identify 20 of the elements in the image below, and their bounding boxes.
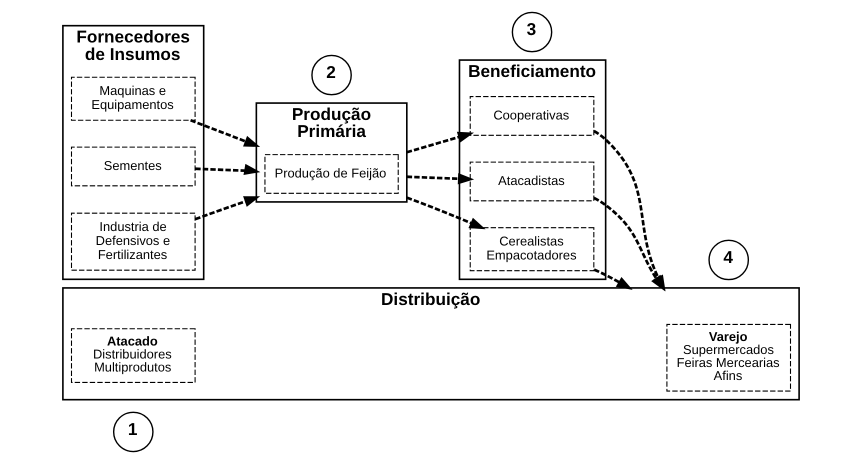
node-box: Maquinas e Equipamentos [70, 76, 196, 121]
arrow [406, 173, 474, 184]
node-circle: 3 [511, 12, 552, 52]
node-box: Varejo Supermercados Feiras Mercearias Afins [666, 324, 791, 392]
node-circle: 4 [708, 240, 749, 280]
node-box: Produção de Feijão [264, 154, 398, 194]
arrow [593, 268, 632, 290]
arrow [194, 164, 260, 176]
node-box: Cerealistas Empacotadores [469, 227, 594, 272]
arrow [406, 196, 486, 230]
node-box: Atacado Distribuidores Multiprodutos [70, 328, 196, 383]
arrow [190, 119, 260, 147]
node-circle: 2 [310, 54, 352, 96]
arrow [194, 196, 260, 220]
node-box: Sementes [70, 146, 196, 186]
node-circle: 1 [112, 412, 154, 452]
arrow [406, 132, 474, 154]
node-box: Cooperativas [469, 96, 594, 136]
node-box: Industria de Defensivos e Fertilizantes [70, 212, 196, 271]
node-box: Atacadistas [469, 162, 594, 202]
